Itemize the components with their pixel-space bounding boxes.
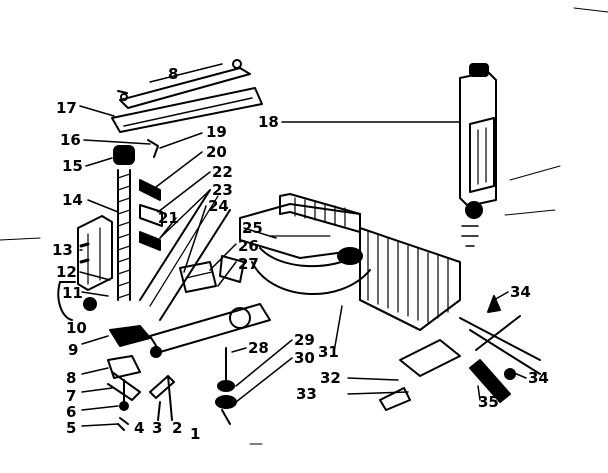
callout-label: 8 [168, 65, 179, 83]
callout-label: 20 [206, 143, 227, 161]
callout-label: 6 [66, 403, 77, 421]
callout-label: 25 [242, 219, 263, 237]
side-block [77, 215, 113, 291]
callout-label: 15 [62, 157, 83, 175]
lower-frame [149, 303, 271, 425]
lever-assembly [459, 295, 541, 403]
callout-label: 26 [238, 237, 259, 255]
callout-label: 13 [52, 241, 73, 259]
leader-lines [0, 7, 608, 445]
callout-label: 11 [62, 284, 83, 302]
callout-label: 16 [60, 131, 81, 149]
callout-label: 4 [134, 419, 145, 437]
callout-label: 8 [66, 369, 77, 387]
knob-part [113, 145, 135, 165]
top-rail [117, 59, 251, 109]
callout-label: 35 [478, 393, 499, 411]
callout-label: 34 [528, 369, 549, 387]
clip-part [147, 139, 159, 158]
callout-label: 31 [318, 343, 339, 361]
callout-label: 3 [152, 419, 163, 437]
small-parts [149, 375, 175, 421]
callout-label: 5 [66, 419, 77, 437]
callout-label: 27 [238, 255, 259, 273]
linkage-part [57, 281, 97, 321]
right-fence-grid [359, 227, 461, 331]
callout-label: 7 [66, 387, 77, 405]
callout-label: 21 [158, 209, 179, 227]
callout-label: 29 [294, 331, 315, 349]
clamp-block [179, 255, 245, 293]
vertical-column [117, 169, 131, 301]
top-bracket [111, 87, 263, 133]
vertical-housing [459, 63, 561, 247]
callout-label: 33 [296, 385, 317, 403]
callout-label: 14 [62, 191, 83, 209]
callout-label: 32 [320, 369, 341, 387]
callout-label: 10 [66, 319, 87, 337]
callout-label: 23 [212, 181, 233, 199]
callout-label: 2 [172, 419, 183, 437]
bottom-bracket [379, 339, 461, 411]
callout-label: 9 [68, 341, 79, 359]
callout-label: 34 [510, 283, 531, 301]
callout-label: 1 [190, 425, 201, 443]
callout-label: 28 [248, 339, 269, 357]
base-assembly [107, 325, 151, 431]
callout-label: 30 [294, 349, 315, 367]
callout-label: 18 [258, 113, 279, 131]
callout-label: 12 [56, 263, 77, 281]
callout-label: 24 [208, 197, 229, 215]
main-deck [239, 203, 371, 295]
callout-label: 17 [56, 99, 77, 117]
callout-label: 22 [212, 163, 233, 181]
callout-label: 19 [206, 123, 227, 141]
